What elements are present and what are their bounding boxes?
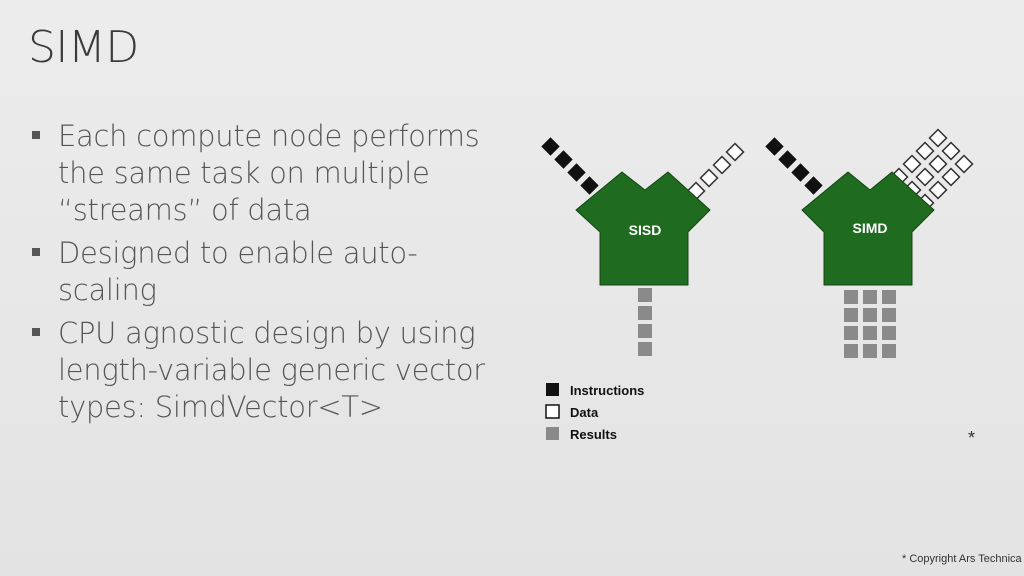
simd-result-streams — [844, 290, 896, 358]
bullet-item: Designed to enable auto-scaling — [30, 235, 510, 309]
copyright-notice: * Copyright Ars Technica — [902, 553, 1022, 565]
legend-instructions-swatch — [546, 383, 559, 396]
legend-results-label: Results — [570, 427, 617, 442]
sisd-node-label: SISD — [629, 222, 662, 238]
simd-node-label: SIMD — [853, 220, 888, 236]
legend-results-swatch — [546, 427, 559, 440]
footnote-marker: * — [968, 428, 976, 448]
bullet-list: Each compute node performs the same task… — [30, 118, 510, 432]
sisd-instruction-stream — [541, 137, 599, 195]
bullet-text: Each compute node performs the same task… — [58, 119, 480, 227]
bullet-item: CPU agnostic design by using length-vari… — [30, 315, 510, 426]
sisd-data-stream — [686, 142, 745, 201]
legend-instructions-label: Instructions — [570, 383, 644, 398]
sisd-group: SISD — [541, 137, 745, 356]
sisd-simd-diagram: SISD — [541, 128, 974, 442]
bullet-square-icon — [32, 248, 40, 256]
sisd-result-stream — [638, 288, 652, 356]
bullet-item: Each compute node performs the same task… — [30, 118, 510, 229]
legend-data-label: Data — [570, 405, 599, 420]
bullet-text: Designed to enable auto-scaling — [58, 236, 418, 307]
slide-title: SIMD — [28, 22, 139, 73]
simd-node — [801, 171, 935, 286]
bullet-text: CPU agnostic design by using length-vari… — [58, 316, 485, 424]
simd-group: SIMD — [765, 128, 974, 358]
bullet-square-icon — [32, 131, 40, 139]
bullet-square-icon — [32, 328, 40, 336]
legend: Instructions Data Results — [545, 383, 644, 442]
simd-instruction-stream — [765, 137, 823, 195]
sisd-node — [575, 171, 711, 286]
legend-data-swatch — [545, 404, 560, 419]
